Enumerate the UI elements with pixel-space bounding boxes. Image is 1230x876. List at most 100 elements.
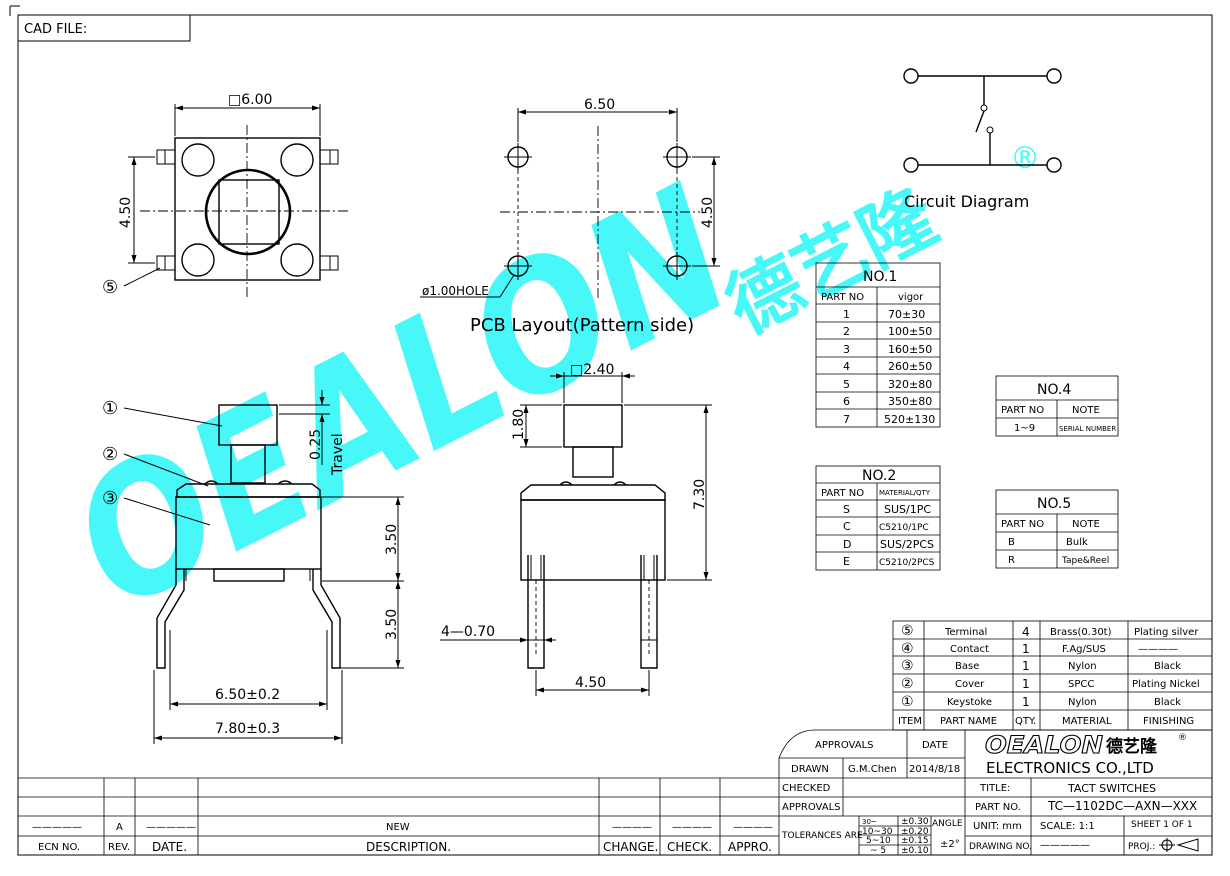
table-no2-cell: SUS/2PCS xyxy=(880,538,934,551)
bom-qty: 1 xyxy=(1022,695,1030,709)
table-no4: NO.4 PART NO NOTE 1~9 SERIAL NUMBER xyxy=(995,375,1119,437)
rev-row-change: ———— xyxy=(612,822,652,833)
table-no2-cell: SUS/1PC xyxy=(884,503,931,516)
table-no5-cell: Bulk xyxy=(1066,537,1088,548)
company-logo: OEALON xyxy=(985,731,1103,759)
pin-height-dim: 3.50 xyxy=(384,609,400,640)
tol-value: ±0.15 xyxy=(901,836,929,846)
bom-item: ② xyxy=(901,676,914,692)
table-no4-cell: SERIAL NUMBER xyxy=(1059,425,1116,433)
checked-label: CHECKED xyxy=(782,783,831,794)
approvals-row-label: APPROVALS xyxy=(782,802,841,813)
watermark-registered: ® xyxy=(1010,141,1040,176)
body-height-dim: 3.50 xyxy=(384,524,400,555)
table-no4-header-part: PART NO xyxy=(1001,405,1044,416)
bom-material: Nylon xyxy=(1068,661,1097,672)
table-no1-cell: 3 xyxy=(843,343,850,356)
table-no5-header-part: PART NO xyxy=(1001,519,1044,530)
table-no5-title: NO.5 xyxy=(1037,496,1071,512)
bom-header-part-name: PART NAME xyxy=(940,716,997,727)
outer-span-dim: 7.80±0.3 xyxy=(215,721,280,737)
part-no-label: PART NO. xyxy=(975,802,1021,813)
tol-value: ±0.30 xyxy=(901,817,929,827)
bom-part-name: Base xyxy=(955,661,979,672)
stem-height-dim: 1.80 xyxy=(511,409,527,440)
bom-item: ④ xyxy=(901,641,914,657)
travel-label: Travel xyxy=(330,433,346,476)
title-label: TITLE: xyxy=(979,783,1010,794)
table-no1-cell: 6 xyxy=(843,395,850,408)
rev-header-rev: REV. xyxy=(108,842,130,853)
rev-header-description: DESCRIPTION. xyxy=(366,840,451,854)
tol-range: ~ 5 xyxy=(870,846,886,856)
pcb-hole-label: ø1.00HOLE xyxy=(422,284,489,298)
table-no1-cell: 7 xyxy=(843,413,850,426)
approvals-header: APPROVALS xyxy=(815,740,874,751)
table-no2-cell: C5210/1PC xyxy=(879,523,929,533)
bom-part-name: Keystoke xyxy=(947,697,992,708)
travel-value: 0.25 xyxy=(308,429,324,460)
table-no1-header-part: PART NO xyxy=(821,292,864,303)
rev-row-appro: ———— xyxy=(733,822,773,833)
table-no5-cell: B xyxy=(1008,537,1015,548)
bom-finishing: ———— xyxy=(1138,644,1178,655)
rev-header-appro: APPRO. xyxy=(728,840,772,854)
rev-row-ecn: ————— xyxy=(32,822,82,833)
angle-label: ANGLE xyxy=(932,819,963,829)
bom-material: Brass(0.30t) xyxy=(1050,627,1112,638)
rev-header-ecn: ECN NO. xyxy=(38,842,80,853)
rev-header-check: CHECK. xyxy=(667,840,712,854)
pin-width-dim: 4—0.70 xyxy=(441,624,495,640)
front-view: □2.40 1.80 7.30 4—0.70 4.50 xyxy=(440,362,712,696)
pin-span-dim: 6.50±0.2 xyxy=(215,687,280,703)
tol-range: 30~ xyxy=(862,818,877,826)
unit-label: UNIT: mm xyxy=(973,821,1022,832)
drawing-no-label: DRAWING NO. xyxy=(969,842,1032,852)
table-no1-cell: 5 xyxy=(843,378,850,391)
drawn-date: 2014/8/18 xyxy=(909,764,960,775)
bom-part-name: Cover xyxy=(955,679,985,690)
scale-label: SCALE: 1:1 xyxy=(1040,821,1095,832)
table-no2: NO.2 PART NO MATERIAL/QTY S SUS/1PC C C5… xyxy=(815,465,941,571)
top-height-dim: 4.50 xyxy=(118,197,134,228)
bom-qty: 1 xyxy=(1022,677,1030,691)
bom-item: ③ xyxy=(901,658,914,674)
drawn-by: G.M.Chen xyxy=(848,764,897,775)
table-no2-cell: D xyxy=(843,538,851,551)
total-height-dim: 7.30 xyxy=(692,479,708,510)
bom-header-qty: QTY. xyxy=(1015,716,1036,727)
top-width-dim: □6.00 xyxy=(228,92,272,108)
tol-value: ±0.10 xyxy=(901,846,929,856)
watermark-latin: OEALON xyxy=(43,147,761,649)
tol-range: 10~30 xyxy=(862,827,893,837)
bom-item: ⑤ xyxy=(901,623,914,639)
bom-qty: 1 xyxy=(1022,642,1030,656)
tolerances-label: TOLERANCES ARE xyxy=(781,831,863,841)
bom-material: F.Ag/SUS xyxy=(1062,644,1106,655)
table-no2-cell: S xyxy=(843,503,850,516)
bom-finishing: Black xyxy=(1154,661,1181,672)
rev-row-description: NEW xyxy=(386,822,410,833)
tol-range: 5~10 xyxy=(866,836,891,846)
company-logo-registered: ® xyxy=(1178,733,1187,743)
table-no4-header-note: NOTE xyxy=(1072,405,1100,416)
table-no5-header-note: NOTE xyxy=(1072,519,1100,530)
table-no2-header-part: PART NO xyxy=(821,488,864,499)
proj-label: PROJ.: xyxy=(1128,842,1155,852)
drawing-no-value: ————— xyxy=(1040,840,1090,851)
tol-value: ±0.20 xyxy=(901,827,929,837)
table-no1-cell: 160±50 xyxy=(888,343,932,356)
drawn-label: DRAWN xyxy=(791,764,829,775)
table-no2-cell: C xyxy=(843,520,851,533)
rev-row-date: ————— xyxy=(146,822,196,833)
table-no1-cell: 70±30 xyxy=(888,308,925,321)
terminal-callout: ⑤ xyxy=(102,277,118,298)
table-no5-cell: R xyxy=(1008,555,1015,566)
bom-finishing: Plating silver xyxy=(1134,627,1199,638)
table-no5-cell: Tape&Reel xyxy=(1061,556,1109,566)
pcb-caption: PCB Layout(Pattern side) xyxy=(470,315,694,336)
rev-header-date: DATE. xyxy=(152,840,187,854)
pcb-height-dim: 4.50 xyxy=(700,197,716,228)
table-no1-title: NO.1 xyxy=(863,269,897,285)
